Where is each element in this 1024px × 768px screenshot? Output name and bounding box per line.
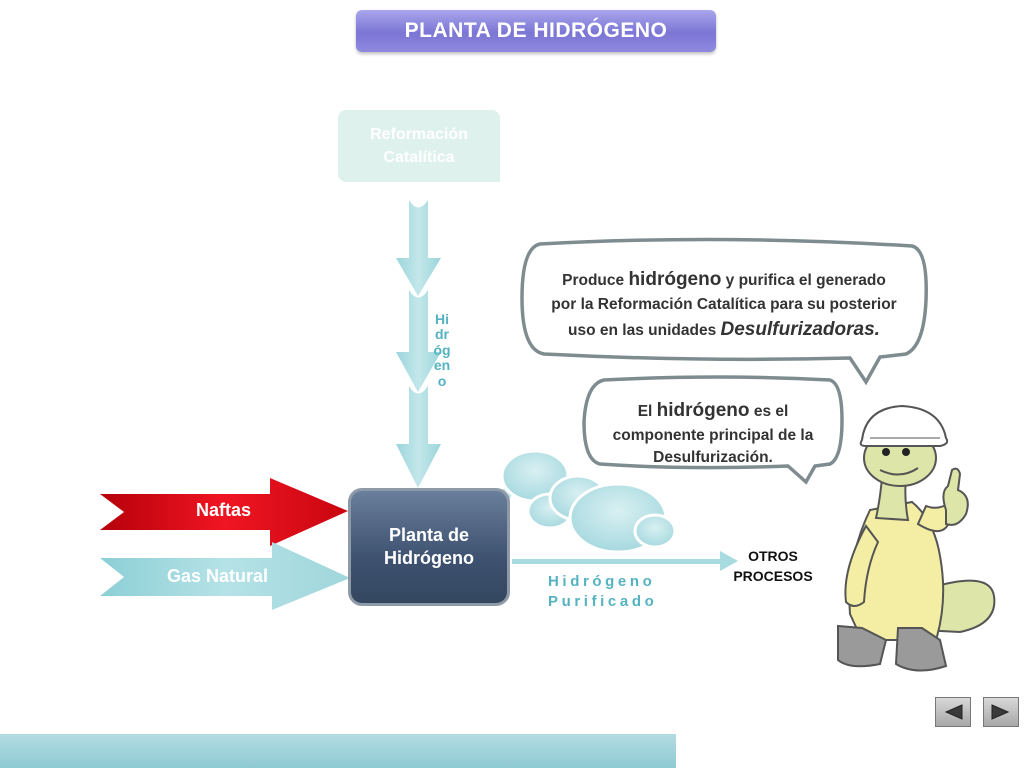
gas-natural-arrow: [100, 542, 350, 610]
bubble2-part1: El: [637, 403, 657, 420]
prev-button[interactable]: [935, 697, 971, 727]
bubble1-part3: uso en las unidades: [568, 322, 721, 340]
reformacion-line2: Catalítica: [383, 149, 455, 166]
otros-line1: OTROS: [748, 548, 798, 564]
planta-line1: Planta de: [388, 524, 470, 545]
steam-clouds-icon: [486, 449, 677, 554]
bubble1-bold-hidrogeno: hidrógeno: [628, 269, 722, 290]
planta-hidrogeno-box: Planta de Hidrógeno: [348, 488, 510, 606]
reformacion-line1: Reformación: [370, 125, 468, 143]
triangle-right-icon: [991, 704, 1010, 720]
otros-line2: PROCESOS: [733, 567, 813, 584]
bubble1-part2: y purifica el generado: [721, 272, 886, 289]
next-button[interactable]: [983, 697, 1019, 727]
naftas-label: Naftas: [196, 500, 252, 520]
hp-line2: Purificado: [548, 592, 658, 610]
speech-bubble-2: [582, 375, 844, 485]
mascot-character: [837, 404, 996, 672]
speech-bubble-1: [520, 237, 928, 386]
triangle-left-icon: [944, 704, 963, 720]
naftas-arrow: [100, 478, 348, 546]
hp-line1: Hidrógeno: [548, 573, 656, 590]
bubble1-part1: Produce: [562, 272, 629, 289]
hidrogeno-purificado-label: Hidrógeno Purificado: [548, 572, 678, 611]
bubble2-line2: componente principal de la: [612, 426, 814, 444]
vertical-hydrogen-arrows: [396, 200, 441, 488]
reformacion-catalitica-box: Reformación Catalítica: [338, 110, 500, 182]
otros-procesos-label: OTROS PROCESOS: [722, 547, 824, 586]
gas-natural-label: Gas Natural: [167, 566, 269, 586]
bubble2-line3: Desulfurización.: [653, 449, 773, 467]
bubble-2-text: El hidrógeno es el componente principal …: [588, 397, 838, 469]
vertical-hydrogen-label: Hidrógeno: [433, 311, 451, 389]
planta-line2: Hidrógeno: [384, 548, 474, 568]
bubble1-line2: por la Reformación Catalítica para su po…: [551, 295, 897, 313]
page-title: PLANTA DE HIDRÓGENO: [356, 10, 716, 52]
bubble-1-text: Produce hidrógeno y purifica el generado…: [526, 266, 922, 344]
bubble2-bold-hidrogeno: hidrógeno: [656, 400, 750, 421]
bubble2-part2: es el: [749, 403, 789, 420]
bubble1-bold-desulfurizadoras: Desulfurizadoras.: [720, 319, 880, 341]
bottom-bar: [0, 734, 676, 768]
output-arrow: [512, 551, 738, 571]
